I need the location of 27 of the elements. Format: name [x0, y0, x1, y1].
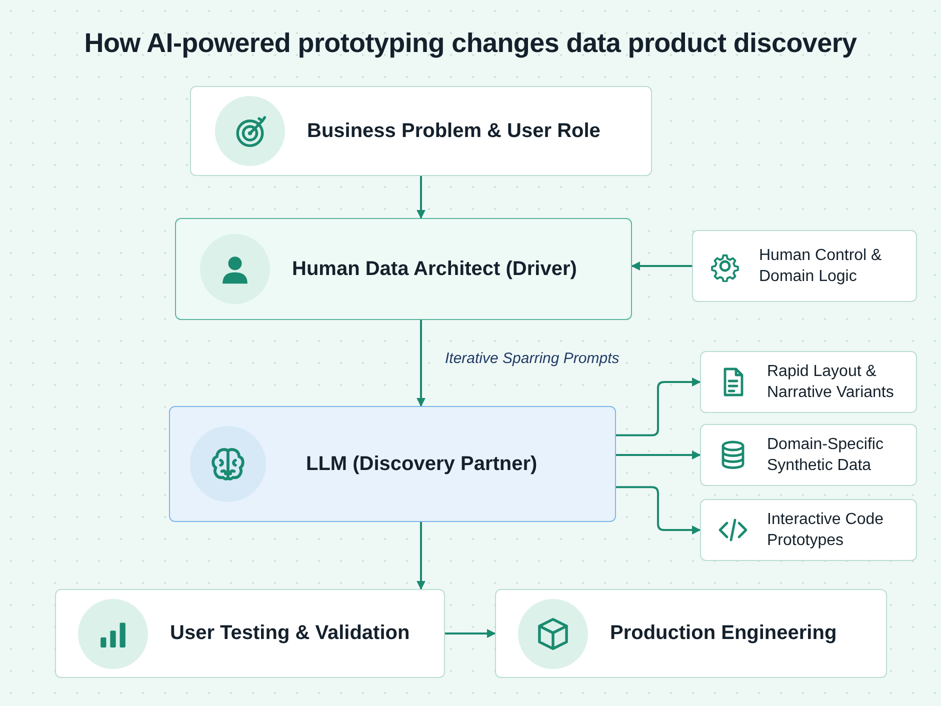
node-label: User Testing & Validation [170, 622, 410, 645]
arrow [616, 486, 701, 534]
arrow [416, 320, 426, 407]
node-label: Domain-Specific Synthetic Data [767, 435, 884, 476]
process-box [55, 589, 445, 678]
arrow [416, 176, 426, 219]
title: How AI-powered prototyping changes data product discovery [83, 28, 858, 59]
node-label: LLM (Discovery Partner) [306, 452, 538, 476]
arrow [616, 378, 701, 436]
arrow [631, 262, 692, 270]
process-box [495, 589, 887, 678]
arrow [445, 629, 496, 638]
node-label: Production Engineering [610, 622, 837, 645]
node-label: Human Data Architect (Driver) [292, 258, 577, 280]
process-box [169, 406, 616, 522]
process-box [700, 351, 917, 413]
process-box [692, 230, 917, 302]
arrow [416, 522, 426, 590]
node-label: Interactive Code Prototypes [767, 510, 885, 551]
node-label: Business Problem & User Role [307, 120, 600, 142]
process-box [700, 424, 917, 486]
process-box [700, 499, 917, 561]
process-box [175, 218, 632, 320]
arrow [616, 450, 701, 460]
node-label: Rapid Layout & Narrative Variants [767, 362, 895, 403]
process-box [190, 86, 652, 176]
node-label: Human Control & Domain Logic [759, 246, 883, 287]
